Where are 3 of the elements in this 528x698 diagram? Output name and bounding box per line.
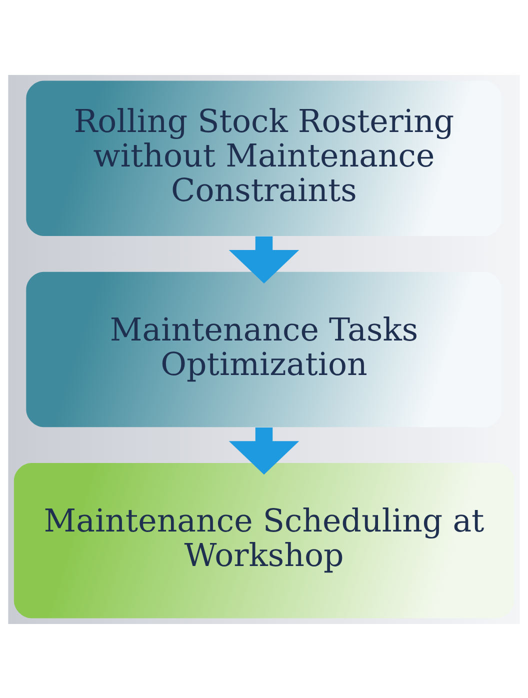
arrow xyxy=(228,427,300,474)
arrow xyxy=(228,236,300,283)
node-box: Maintenance Scheduling at Workshop xyxy=(14,462,514,618)
